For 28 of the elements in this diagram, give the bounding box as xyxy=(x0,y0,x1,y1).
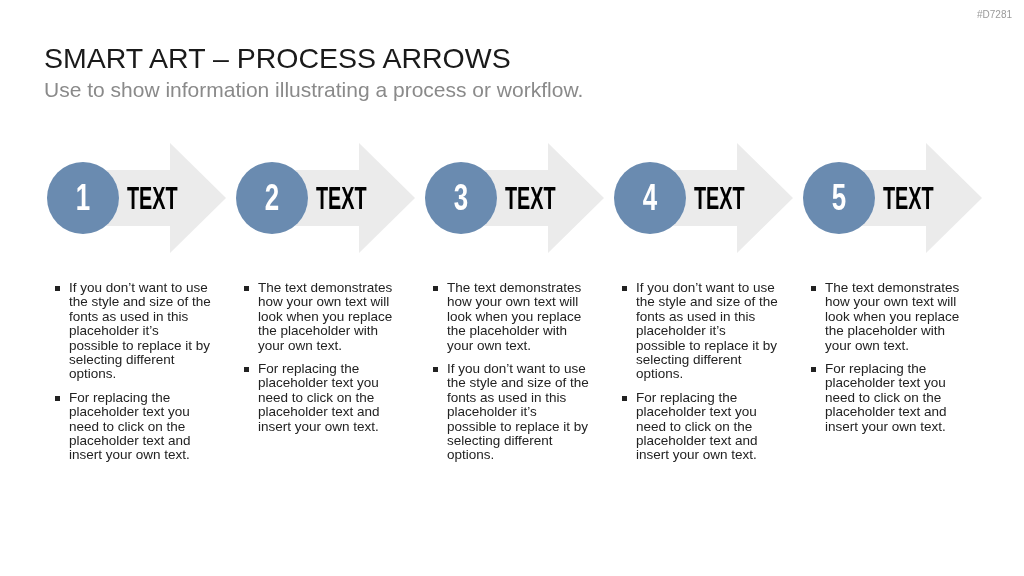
bullet-text: The text demonstrates how your own text will look when you replace the placeholder with your own text. xyxy=(447,281,583,354)
block-arrow xyxy=(294,143,415,253)
slide-title: SMART ART – PROCESS ARROWS xyxy=(44,41,511,75)
step-number-circle: 4 xyxy=(614,162,686,234)
bullet-text: The text demonstrates how your own text will look when you replace the placeholder with your own text. xyxy=(825,281,961,354)
edge-label: TEXT xyxy=(694,181,745,215)
bullet-text: For replacing the placeholder text you need to click on the placeholder text and insert your own text. xyxy=(636,390,759,463)
block-arrow xyxy=(105,143,226,253)
bullet-text: If you don’t want to use the style and size of the fonts as used in this placeholder it’s possible to replace it by selecting different options. xyxy=(636,281,778,382)
bullet-text: If you don’t want to use the style and size of the fonts as used in this placeholder it’s possible to replace it by selecting different options. xyxy=(447,362,589,463)
bullet-text: If you don’t want to use the style and size of the fonts as used in this placeholder it’s possible to replace it by selecting different options. xyxy=(69,281,211,382)
bullet-text: For replacing the placeholder text you need to click on the placeholder text and insert your own text. xyxy=(258,362,381,435)
slide-subtitle: Use to show information illustrating a process or workflow. xyxy=(44,77,584,102)
block-arrow xyxy=(483,143,604,253)
edge-label: TEXT xyxy=(505,181,556,215)
step-number-circle: 5 xyxy=(803,162,875,234)
bullet-text: For replacing the placeholder text you need to click on the placeholder text and insert your own text. xyxy=(825,362,948,435)
step-number-circle: 2 xyxy=(236,162,308,234)
bullet-text: For replacing the placeholder text you need to click on the placeholder text and insert your own text. xyxy=(69,390,192,463)
block-arrow xyxy=(672,143,793,253)
bullet-text: The text demonstrates how your own text will look when you replace the placeholder with your own text. xyxy=(258,281,394,354)
edge-label: TEXT xyxy=(316,181,367,215)
step-number-circle: 1 xyxy=(47,162,119,234)
slide-id: #D7281 xyxy=(976,9,1012,21)
step-number-circle: 3 xyxy=(425,162,497,234)
edge-label: TEXT xyxy=(127,181,178,215)
edge-label: TEXT xyxy=(883,181,934,215)
block-arrow xyxy=(861,143,982,253)
